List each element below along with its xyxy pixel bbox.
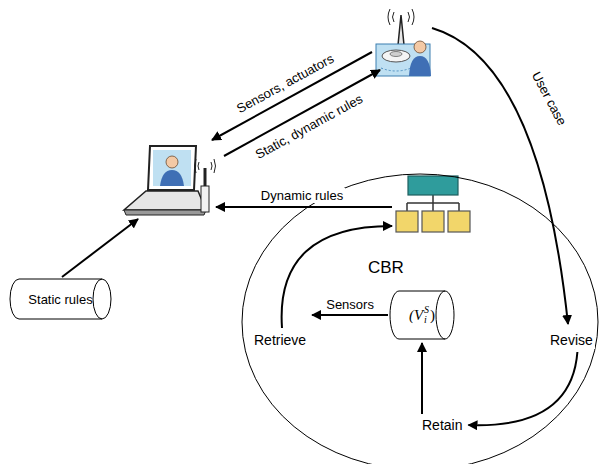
node-text: Retrieve bbox=[252, 331, 308, 349]
process-step: Revise bbox=[548, 331, 595, 349]
cylinder-outline bbox=[93, 279, 102, 319]
edge-label: Sensors bbox=[324, 297, 376, 312]
laptop-icon bbox=[124, 146, 216, 215]
cylinder-outline bbox=[436, 291, 445, 339]
node-text: Retain bbox=[420, 416, 464, 434]
cylinder-outline bbox=[10, 279, 111, 319]
subscript: i bbox=[424, 315, 429, 325]
process-step: Retrieve bbox=[252, 331, 308, 349]
edge-label: Dynamic rules bbox=[259, 188, 345, 203]
formula-scripts: Si bbox=[424, 305, 429, 325]
connector-arrow bbox=[312, 314, 388, 316]
node-text: Revise bbox=[548, 331, 595, 349]
case-base: (VSi) bbox=[390, 290, 454, 340]
illustration-arrows bbox=[62, 28, 568, 328]
formula-text: ) bbox=[430, 307, 435, 324]
connector-arrow bbox=[421, 343, 423, 414]
data-store: Static rules bbox=[10, 278, 111, 320]
connector-arrow bbox=[468, 352, 577, 425]
rule-tree-icon bbox=[396, 176, 470, 232]
edge-label: User case bbox=[528, 67, 571, 129]
edge-label: Sensors, actuators bbox=[232, 49, 338, 116]
region-outline bbox=[242, 174, 598, 464]
process-step: Retain bbox=[420, 416, 464, 434]
formula: (VSi) bbox=[409, 290, 435, 340]
region-title: CBR bbox=[368, 258, 404, 278]
formula-text: (V bbox=[409, 307, 423, 324]
cylinder-outline bbox=[390, 291, 454, 339]
cbr-region: CBR Retrieve (VSi) ReviseRetain bbox=[240, 172, 600, 464]
superscript: S bbox=[424, 305, 429, 315]
node-text: Static rules bbox=[24, 292, 96, 307]
gateway-icon bbox=[376, 9, 431, 76]
